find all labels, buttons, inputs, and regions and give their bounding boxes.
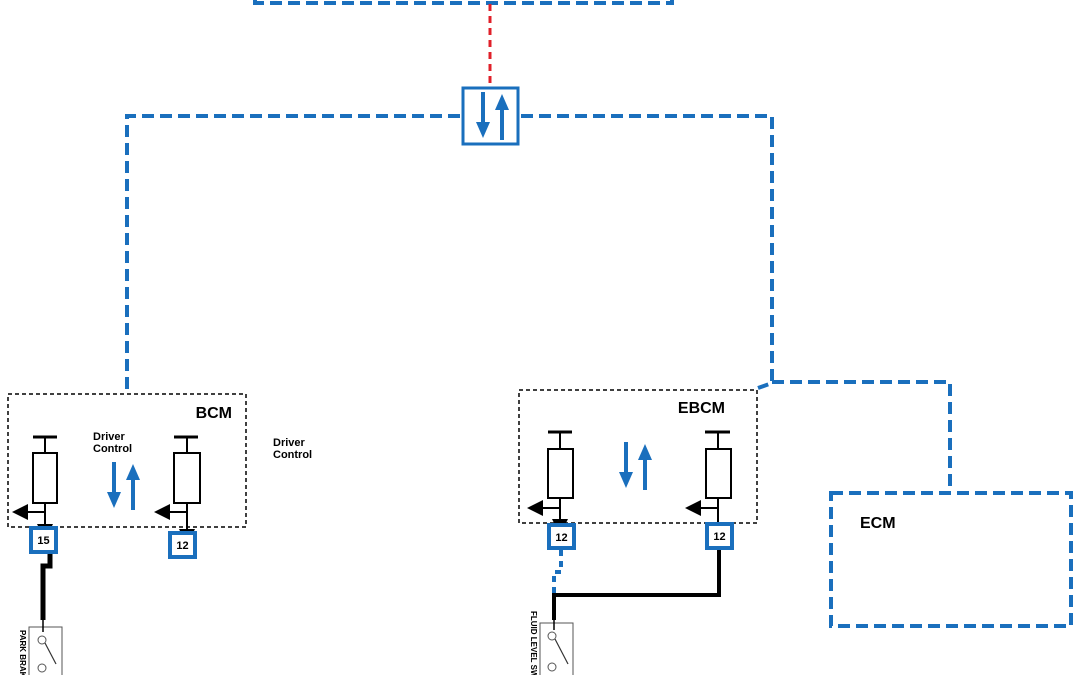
bcm-module: BCM Driver Control [7, 393, 247, 545]
bcm-driver-right [154, 435, 201, 545]
ebcm-label: EBCM [678, 400, 725, 417]
bcm-driver-left [12, 435, 58, 540]
serial-bus-to-bcm [125, 114, 460, 393]
ecm-module: ECM [829, 491, 1073, 628]
park-brake-switch: PARK BRAKE SW [18, 620, 63, 675]
park-brake-switch-label: PARK BRAKE SW [18, 630, 27, 675]
bcm-pin-12: 12 [168, 531, 197, 559]
svg-text:15: 15 [37, 535, 49, 547]
ebcm-left-pin-wire [552, 550, 563, 595]
ebcm-bidirectional-arrows-icon [619, 442, 652, 490]
ebcm-driver-right [685, 430, 732, 522]
ecm-label: ECM [860, 515, 896, 532]
gateway-module [461, 86, 520, 146]
serial-bus-to-ecm [772, 380, 952, 492]
fluid-level-switch-label: FLUID LEVEL SW [529, 611, 538, 675]
svg-text:12: 12 [176, 540, 188, 552]
top-serial-bus [253, 0, 674, 5]
park-brake-wire [40, 554, 53, 620]
bcm-outer-label-2: Control [273, 449, 312, 461]
bcm-label: BCM [196, 405, 232, 422]
bcm-outer-label-1: Driver [273, 437, 306, 449]
svg-text:12: 12 [555, 532, 567, 544]
bcm-pin-15: 15 [29, 526, 58, 554]
bcm-inner-label-1: Driver [93, 431, 126, 443]
fluid-level-wire [552, 550, 721, 620]
bcm-bidirectional-arrows-icon [107, 462, 140, 510]
bcm-inner-label-2: Control [93, 443, 132, 455]
fluid-level-switch: FLUID LEVEL SW [529, 611, 574, 675]
ebcm-pin-12-left: 12 [547, 523, 576, 550]
ebcm-driver-left [527, 430, 574, 535]
ebcm-pin-12-right: 12 [705, 522, 734, 550]
bidirectional-arrows-icon [476, 92, 509, 140]
serial-bus-to-ebcm [521, 114, 774, 390]
ebcm-module: EBCM [518, 389, 758, 535]
svg-text:12: 12 [713, 531, 725, 543]
